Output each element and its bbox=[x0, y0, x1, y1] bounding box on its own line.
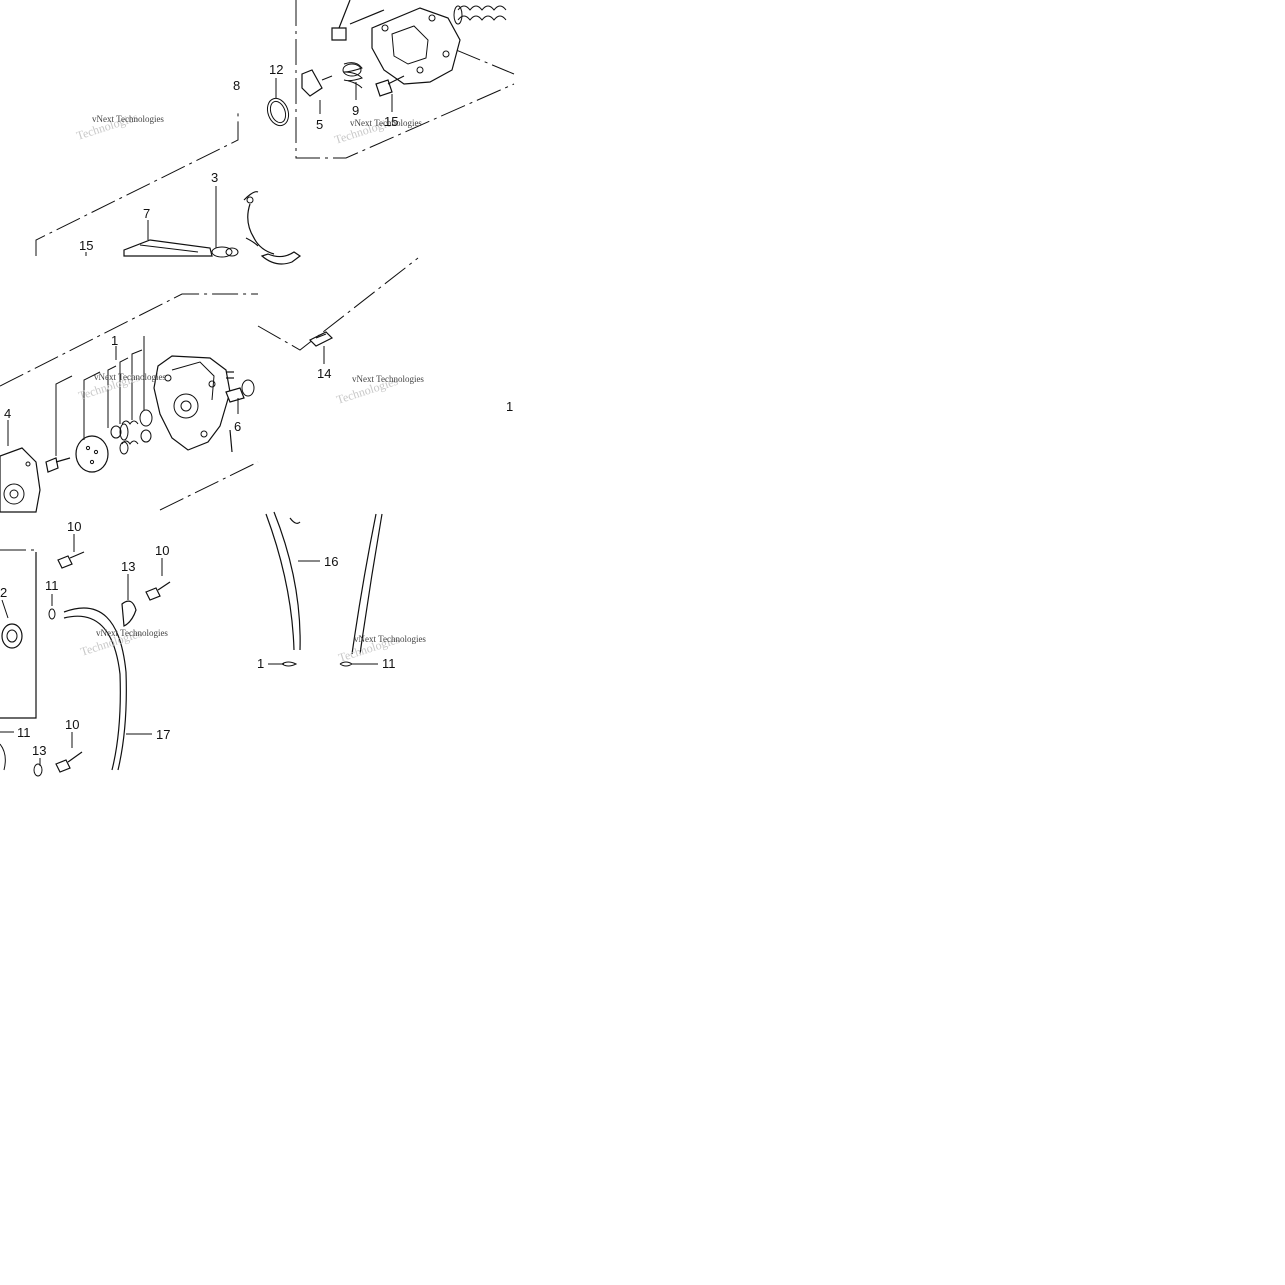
callout-12: 12 bbox=[269, 62, 283, 77]
watermark-text: vNext Technologies bbox=[94, 372, 166, 382]
pump-housing bbox=[153, 355, 234, 453]
watermark-text: vNext Technologies bbox=[350, 118, 422, 128]
callout-17: 17 bbox=[156, 727, 170, 742]
callout-10-c: 10 bbox=[65, 717, 79, 732]
fitting-2 bbox=[1, 623, 23, 649]
shaft-7 bbox=[123, 239, 213, 257]
oring-set bbox=[110, 409, 153, 443]
callout-1-lower: 1 bbox=[257, 656, 264, 671]
bearing-3 bbox=[211, 246, 239, 258]
bolt-14 bbox=[308, 331, 334, 347]
callout-3: 3 bbox=[211, 170, 218, 185]
bolt-left bbox=[45, 457, 71, 473]
watermark-text: vNext Technologies bbox=[92, 114, 164, 124]
linkage-bracket bbox=[243, 191, 302, 265]
callout-2: 2 bbox=[0, 585, 7, 600]
bolts-lower bbox=[55, 551, 171, 773]
cover-plate bbox=[371, 7, 461, 85]
callout-8: 8 bbox=[233, 78, 240, 93]
clips bbox=[33, 600, 353, 777]
spindle-bolt bbox=[225, 379, 255, 403]
callout-10-a: 10 bbox=[67, 519, 81, 534]
spring-9 bbox=[342, 62, 363, 89]
callout-14: 14 bbox=[317, 366, 331, 381]
bolt-top bbox=[331, 0, 385, 41]
callout-13-b: 13 bbox=[32, 743, 46, 758]
callout-11-b: 11 bbox=[382, 656, 396, 671]
callout-4: 4 bbox=[4, 406, 11, 421]
hose-16 bbox=[265, 511, 301, 651]
hose-17 bbox=[63, 607, 127, 771]
callout-10-b: 10 bbox=[155, 543, 169, 558]
spring-pair bbox=[119, 420, 139, 455]
callout-15-top: 15 bbox=[384, 114, 398, 129]
housing-4 bbox=[0, 447, 41, 513]
leader-comb bbox=[55, 336, 145, 456]
callout-15-mid: 15 bbox=[79, 238, 93, 253]
callout-11-a: 11 bbox=[45, 578, 59, 593]
callout-5: 5 bbox=[316, 117, 323, 132]
callout-1-pump: 1 bbox=[111, 333, 118, 348]
callout-11-c: 11 bbox=[17, 725, 31, 740]
callout-13-a: 13 bbox=[121, 559, 135, 574]
watermark-text: vNext Technologies bbox=[96, 628, 168, 638]
spring-large bbox=[453, 5, 507, 25]
leader-lines bbox=[0, 78, 393, 766]
valve-5 bbox=[301, 69, 333, 97]
callout-9: 9 bbox=[352, 103, 359, 118]
watermark-text: vNext Technologies bbox=[352, 374, 424, 384]
plate-disc bbox=[75, 435, 109, 473]
assembly-outlines bbox=[0, 0, 515, 551]
callout-labels: 12 8 5 9 15 3 7 15 1 4 6 14 1 10 10 13 1… bbox=[0, 62, 513, 758]
callout-7: 7 bbox=[143, 206, 150, 221]
hose-right bbox=[351, 513, 383, 655]
lower-frame bbox=[0, 552, 37, 771]
bolt-15-top bbox=[375, 75, 405, 97]
callout-16: 16 bbox=[324, 554, 338, 569]
watermark-text: vNext Technologies bbox=[354, 634, 426, 644]
callout-1-right: 1 bbox=[506, 399, 513, 414]
watermarks: Technologies vNext Technologies Technolo… bbox=[75, 110, 427, 665]
callout-6: 6 bbox=[234, 419, 241, 434]
ring-12 bbox=[266, 97, 290, 127]
